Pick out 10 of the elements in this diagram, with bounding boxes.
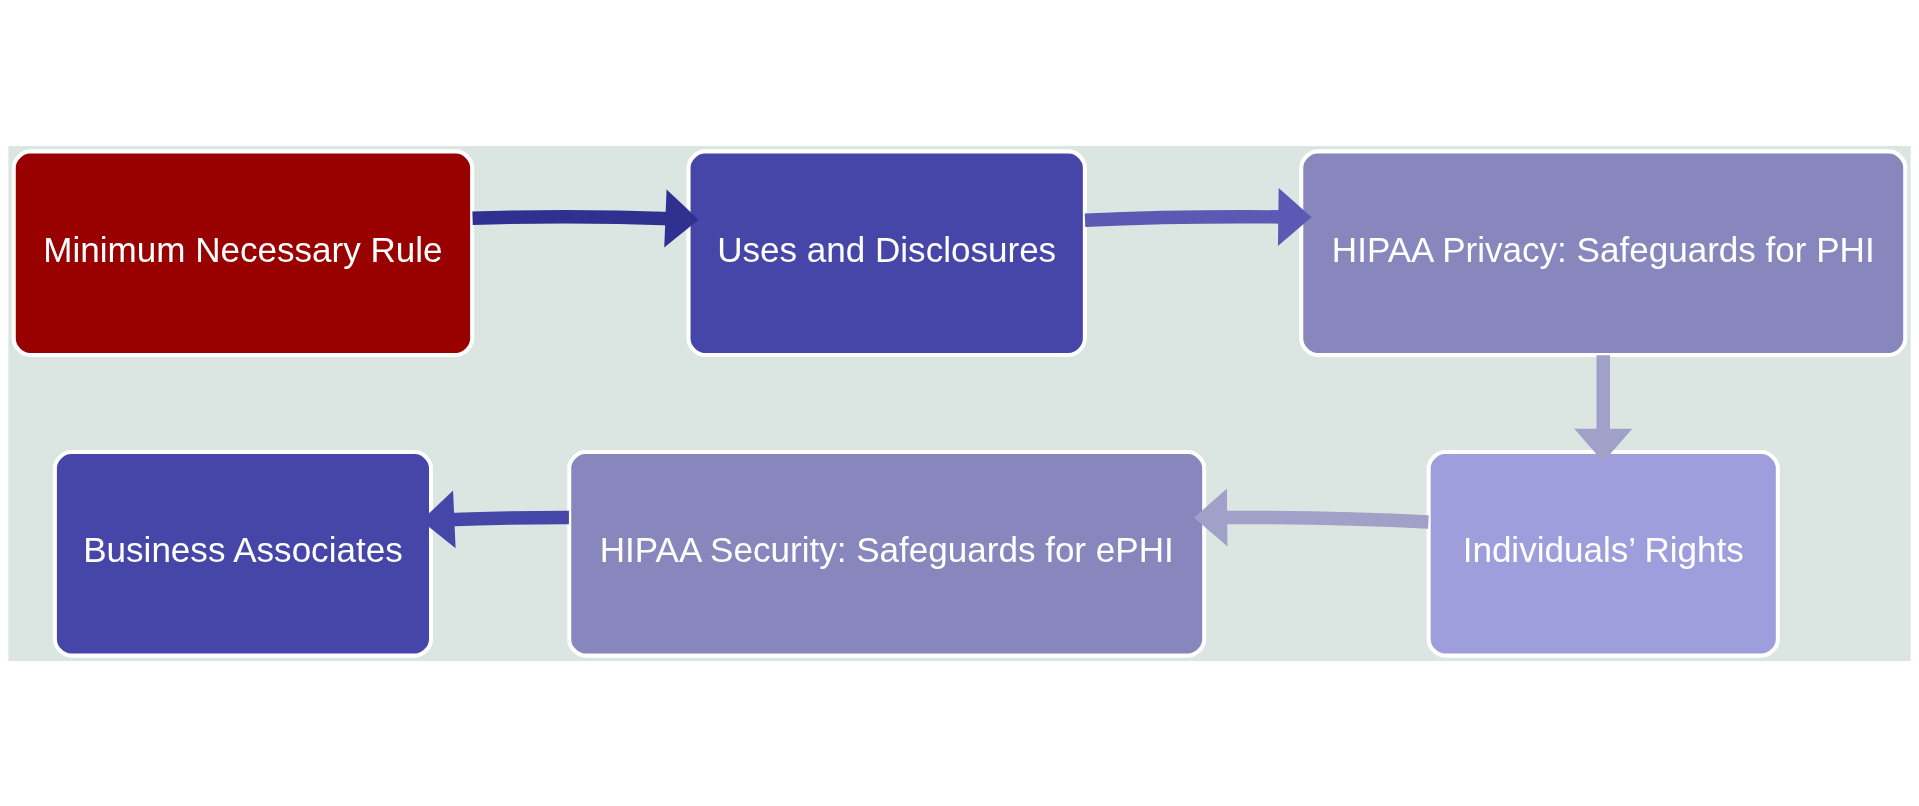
node-box: Business Associates [52, 449, 434, 658]
arrow [1084, 187, 1312, 246]
node-box: Individuals’ Rights [1426, 449, 1780, 658]
arrow [1194, 487, 1429, 546]
node-box: HIPAA Privacy: Safeguards for PHI [1299, 148, 1908, 357]
node-box: Uses and Disclosures [686, 148, 1087, 357]
node-box: HIPAA Security: Safeguards for ePHI [567, 449, 1207, 658]
arrow [1574, 354, 1633, 462]
node-box: Minimum Necessary Rule [11, 148, 475, 357]
arrow [472, 188, 699, 247]
